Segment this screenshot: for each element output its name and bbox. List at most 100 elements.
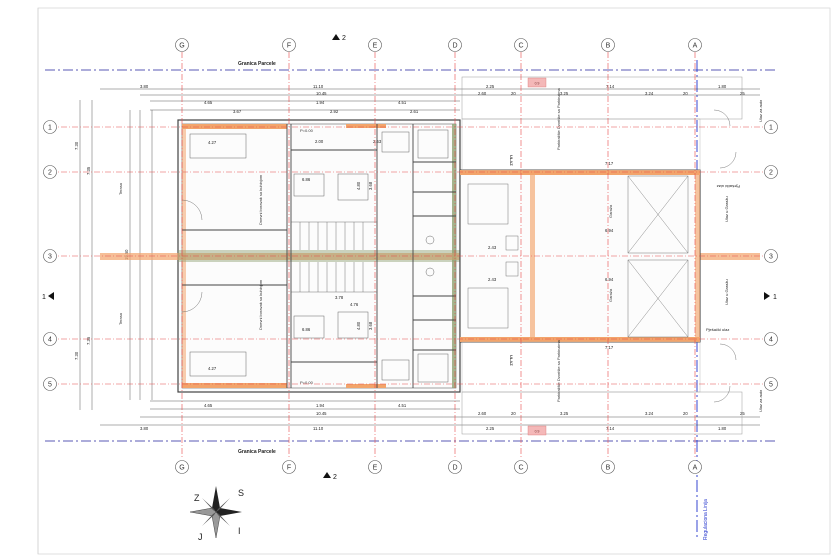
- dim-inner-14: 2.43: [488, 277, 497, 282]
- dim-inner-1: 4.27: [208, 140, 217, 145]
- grid-row-label-3-right: 3: [769, 254, 773, 261]
- dim-inner-4: 2.63: [373, 139, 382, 144]
- dim-top-12: 25: [740, 91, 745, 96]
- pink-marker-bottom-label: 0.9: [535, 430, 540, 434]
- dim-bottom-2: 11.10: [313, 426, 324, 431]
- dim-left-4: 7.35: [86, 336, 91, 345]
- regulation-line-label: Regulaciona Linija: [703, 499, 709, 540]
- grid-row-label-2-right: 2: [769, 170, 773, 177]
- grid-row-label-2-left: 2: [48, 170, 52, 177]
- grid-row-label-1-left: 1: [48, 125, 52, 132]
- grid-row-bubble-3-right: [764, 249, 778, 263]
- grid-col-label-C-top: C: [518, 43, 523, 50]
- staircase: [290, 221, 378, 293]
- dim-inner-13: 2.43: [488, 245, 497, 250]
- grid-row-label-5-right: 5: [769, 382, 773, 389]
- grid-row-bubble-1-left: [43, 120, 57, 134]
- dim-left-2: 7.35: [86, 166, 91, 175]
- dim-inner-18: 4.80: [356, 321, 361, 330]
- grid-row-label-4-right: 4: [769, 337, 773, 344]
- section-marker-bottom: 2: [323, 472, 337, 481]
- dim-inner-10: 7.17: [605, 345, 614, 350]
- dim-left-5: 7.30: [74, 351, 79, 360]
- grid-col-label-B-top: B: [606, 43, 611, 50]
- parcel-border-bottom-label: Granica Parcele: [238, 449, 276, 455]
- car-entry-bottom-label: Ulaz za auto: [758, 389, 763, 412]
- grid-col-bubble-D-bottom: [448, 460, 462, 474]
- grid-row-bubble-3-left: [43, 249, 57, 263]
- grid-col-bubble-A-top: [688, 38, 702, 52]
- dim-inner-17: 4.80: [356, 181, 361, 190]
- furniture: [189, 129, 449, 383]
- garage-top-label: Garaža: [608, 204, 613, 218]
- grid-col-label-C-bottom: C: [518, 465, 523, 472]
- parking-bottom-label: Parkiralište Dvorište sa Parkinzima: [556, 339, 561, 402]
- dim-bottom-1: 3.80: [140, 426, 149, 431]
- pink-marker-top-label: 0.9: [535, 82, 540, 86]
- dim-bottom-10: 3.24: [645, 411, 654, 416]
- grid-col-bubble-G-bottom: [175, 460, 189, 474]
- grid-row-bubble-4-right: [764, 332, 778, 346]
- dim-bottom-4: 7.14: [606, 426, 615, 431]
- dim-top-18: 2.61: [410, 109, 419, 114]
- grid-row-bubble-4-left: [43, 332, 57, 346]
- dim-top-17: 2.92: [330, 109, 339, 114]
- dim-inner-16: 3.68: [368, 321, 373, 330]
- dim-bottom-13: 4.65: [204, 403, 213, 408]
- pedestrian-entry-top-label: Pješački ulaz: [717, 184, 740, 189]
- grid-col-label-B-bottom: B: [606, 465, 611, 472]
- compass-rose: S Z J I: [189, 486, 244, 542]
- grid-row-label-1-right: 1: [769, 125, 773, 132]
- dim-top-7: 2.60: [478, 91, 487, 96]
- dim-top-15: 4.51: [398, 100, 407, 105]
- dim-bottom-11: 20: [683, 411, 688, 416]
- dim-top-11: 20: [683, 91, 688, 96]
- grid-col-bubble-B-top: [601, 38, 615, 52]
- entrance-bottom-label: ULAZ: [509, 355, 514, 366]
- dim-bottom-15: 4.51: [398, 403, 407, 408]
- dim-top-4: 7.14: [606, 84, 615, 89]
- dim-inner-11: 6.94: [605, 228, 614, 233]
- grid-row-label-3-left: 3: [48, 254, 52, 261]
- grid-row-bubble-2-right: [764, 165, 778, 179]
- grid-col-label-E-top: E: [373, 43, 378, 50]
- dim-bottom-8: 20: [511, 411, 516, 416]
- grid-col-bubble-D-top: [448, 38, 462, 52]
- parking-zone-top: [461, 76, 743, 120]
- grid-row-label-4-left: 4: [48, 337, 52, 344]
- dim-top-1: 3.80: [140, 84, 149, 89]
- dim-top-14: 1.94: [316, 100, 325, 105]
- grid-col-bubble-B-bottom: [601, 460, 615, 474]
- dim-inner-2: 4.27: [208, 366, 217, 371]
- dim-bottom-14: 1.94: [316, 403, 325, 408]
- dim-inner-15: 3.68: [368, 181, 373, 190]
- axis-3-band: [100, 253, 760, 260]
- section-marker-top: 2: [332, 34, 346, 42]
- section-marker-right: 1: [764, 292, 777, 301]
- dim-top-9: 3.25: [560, 91, 569, 96]
- grid-row-bubble-5-left: [43, 377, 57, 391]
- dim-inner-6: 6.86: [302, 327, 311, 332]
- pedestrian-entry-bottom-label: Pješački ulaz: [706, 327, 729, 332]
- grid-col-bubble-G-top: [175, 38, 189, 52]
- dim-top-16: 3.67: [233, 109, 242, 114]
- grid-col-label-G-bottom: G: [179, 465, 184, 472]
- door-swings: [181, 109, 737, 403]
- dim-inner-7: 3.78: [335, 295, 344, 300]
- dimension-strip-left: [79, 100, 153, 410]
- dim-bottom-3: 2.25: [486, 426, 495, 431]
- parcel-border-top-label: Granica Parcele: [238, 61, 276, 67]
- dimension-strip-top: [100, 88, 760, 111]
- grid-col-label-F-bottom: F: [287, 465, 291, 472]
- compass-east-label: Z: [194, 493, 200, 503]
- dim-inner-12: 6.94: [605, 277, 614, 282]
- grid-col-bubble-A-bottom: [688, 460, 702, 474]
- grid-row-label-5-left: 5: [48, 382, 52, 389]
- parking-top-label: Parkiralište Dvorište sa Parkinzima: [556, 87, 561, 150]
- dim-inner-9: 7.17: [605, 161, 614, 166]
- level-bottom-label: P=0.00: [300, 380, 314, 385]
- dim-inner-3: 2.00: [315, 139, 324, 144]
- dim-top-10: 3.24: [645, 91, 654, 96]
